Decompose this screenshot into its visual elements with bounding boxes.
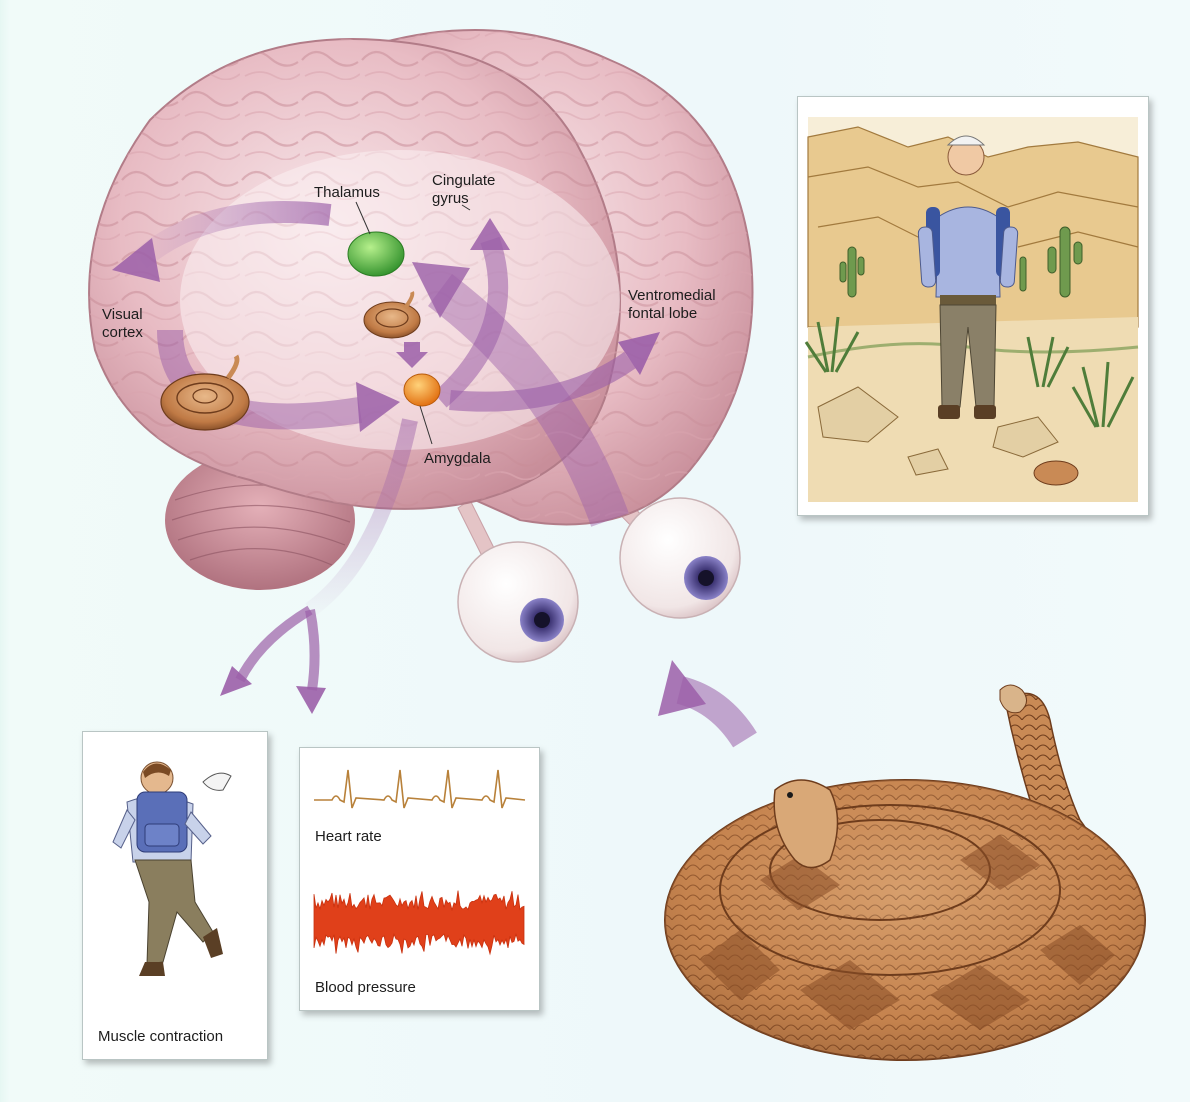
visual-cortex-label: Visual cortex bbox=[102, 306, 143, 342]
left-eye bbox=[458, 542, 578, 662]
physiology-panel: Heart rate Blood pressure bbox=[299, 747, 540, 1011]
hiker-panel bbox=[797, 96, 1149, 516]
arrow-to-heart bbox=[296, 686, 326, 714]
heart-rate-trace bbox=[314, 770, 525, 808]
heart-rate-label: Heart rate bbox=[315, 828, 382, 846]
muscle-contraction-label: Muscle contraction bbox=[98, 1028, 223, 1046]
right-eye bbox=[620, 498, 740, 618]
cingulate-gyrus-label: Cingulate gyrus bbox=[432, 172, 495, 208]
blood-pressure-trace bbox=[314, 891, 524, 954]
amygdala-label: Amygdala bbox=[424, 450, 491, 468]
hiker-illustration bbox=[798, 97, 1148, 515]
amygdala-structure bbox=[404, 374, 440, 406]
muscle-contraction-panel: Muscle contraction bbox=[82, 731, 268, 1060]
physiology-traces bbox=[300, 748, 539, 1010]
running-man-illustration bbox=[83, 732, 267, 1012]
thalamus-structure bbox=[348, 232, 404, 276]
thalamus-label: Thalamus bbox=[314, 184, 380, 202]
ventromedial-frontal-lobe-label: Ventromedial fontal lobe bbox=[628, 287, 716, 323]
blood-pressure-label: Blood pressure bbox=[315, 979, 416, 997]
